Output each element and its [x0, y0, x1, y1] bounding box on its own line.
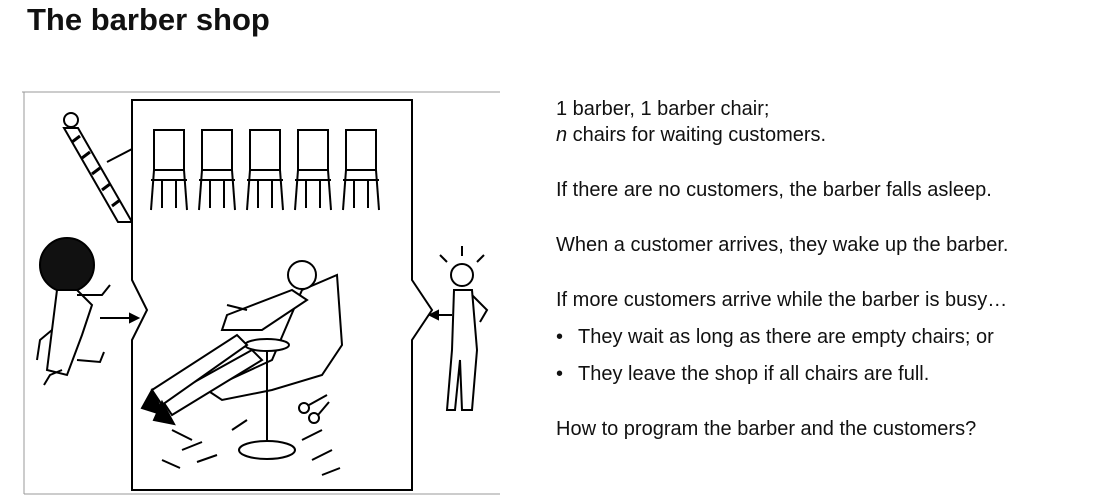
line-barber: 1 barber, 1 barber chair; [556, 98, 770, 120]
line-question: How to program the barber and the custom… [556, 418, 977, 440]
slide-title: The barber shop [27, 2, 270, 37]
bullet-item: • They wait as long as there are empty c… [556, 324, 1096, 350]
bullet-dot-icon: • [556, 363, 564, 385]
hair-clippings-icon [161, 419, 341, 476]
variable-n: n [556, 124, 568, 146]
line-no-customers: If there are no customers, the barber fa… [556, 179, 992, 201]
sleeping-barber-icon [140, 260, 344, 460]
bullet-dot-icon: • [556, 326, 564, 348]
barber-shop-illustration [22, 91, 500, 495]
barber-pole-icon [62, 112, 135, 223]
bullet-item: • They leave the shop if all chairs are … [556, 361, 1096, 387]
arriving-customer-icon [36, 237, 141, 386]
scissors-icon [298, 394, 330, 424]
bullet-text: They leave the shop if all chairs are fu… [578, 363, 930, 385]
line-more-customers: If more customers arrive while the barbe… [556, 289, 1008, 311]
confused-customer-icon [427, 246, 489, 411]
bullet-text: They wait as long as there are empty cha… [578, 326, 994, 348]
line-waiting-chairs-rest: chairs for waiting customers. [567, 124, 827, 146]
line-customer-arrives: When a customer arrives, they wake up th… [556, 234, 1009, 256]
line-waiting-chairs: n chairs for waiting customers. [556, 122, 1096, 148]
waiting-chairs-icon [150, 129, 380, 211]
slide-body: 1 barber, 1 barber chair; n chairs for w… [556, 96, 1096, 442]
